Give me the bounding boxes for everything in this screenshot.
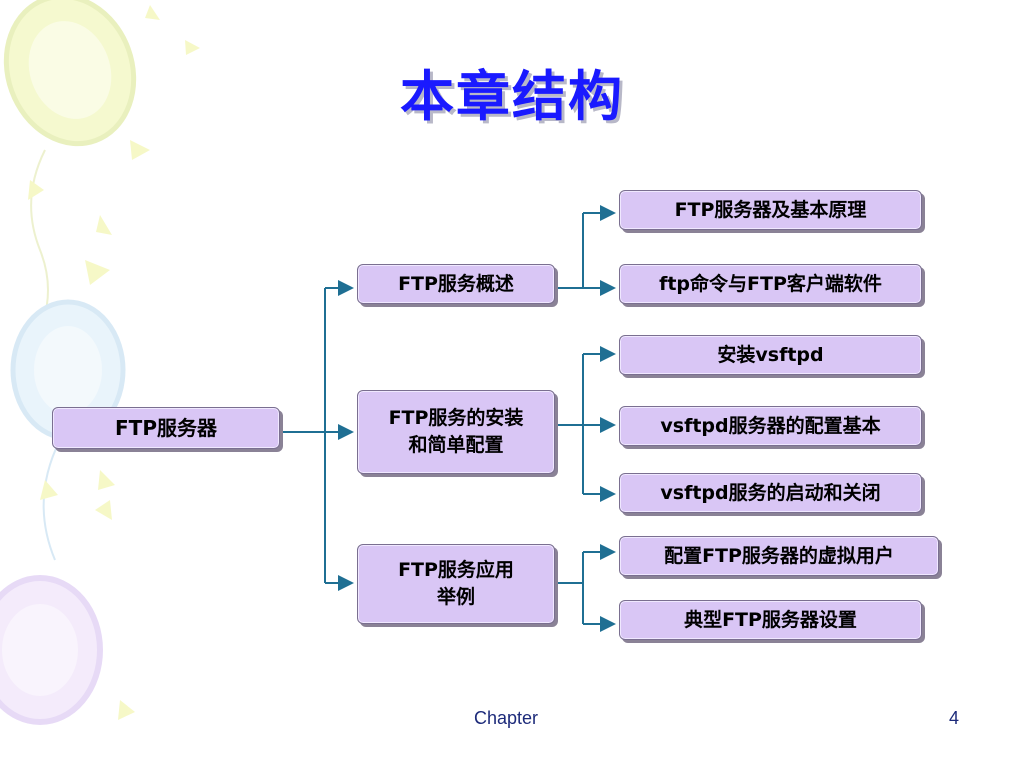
section-node-overview: FTP服务概述: [357, 264, 555, 304]
leaf-node-ftp-principle: FTP服务器及基本原理: [619, 190, 922, 230]
leaf-node-typical-setup: 典型FTP服务器设置: [619, 600, 922, 640]
slide-title: 本章结构: [400, 65, 624, 128]
leaf-node-vsftpd-config: vsftpd服务器的配置基本: [619, 406, 922, 446]
root-node: FTP服务器: [52, 407, 280, 449]
leaf-node-install-vsftpd: 安装vsftpd: [619, 335, 922, 375]
footer-chapter: Chapter: [474, 708, 539, 728]
leaf-node-vsftpd-start-stop: vsftpd服务的启动和关闭: [619, 473, 922, 513]
section-node-examples: FTP服务应用 举例: [357, 544, 555, 624]
section-node-install: FTP服务的安装 和简单配置: [357, 390, 555, 474]
page-number: 4: [949, 708, 960, 728]
leaf-node-ftp-client: ftp命令与FTP客户端软件: [619, 264, 922, 304]
leaf-node-virtual-users: 配置FTP服务器的虚拟用户: [619, 536, 939, 576]
